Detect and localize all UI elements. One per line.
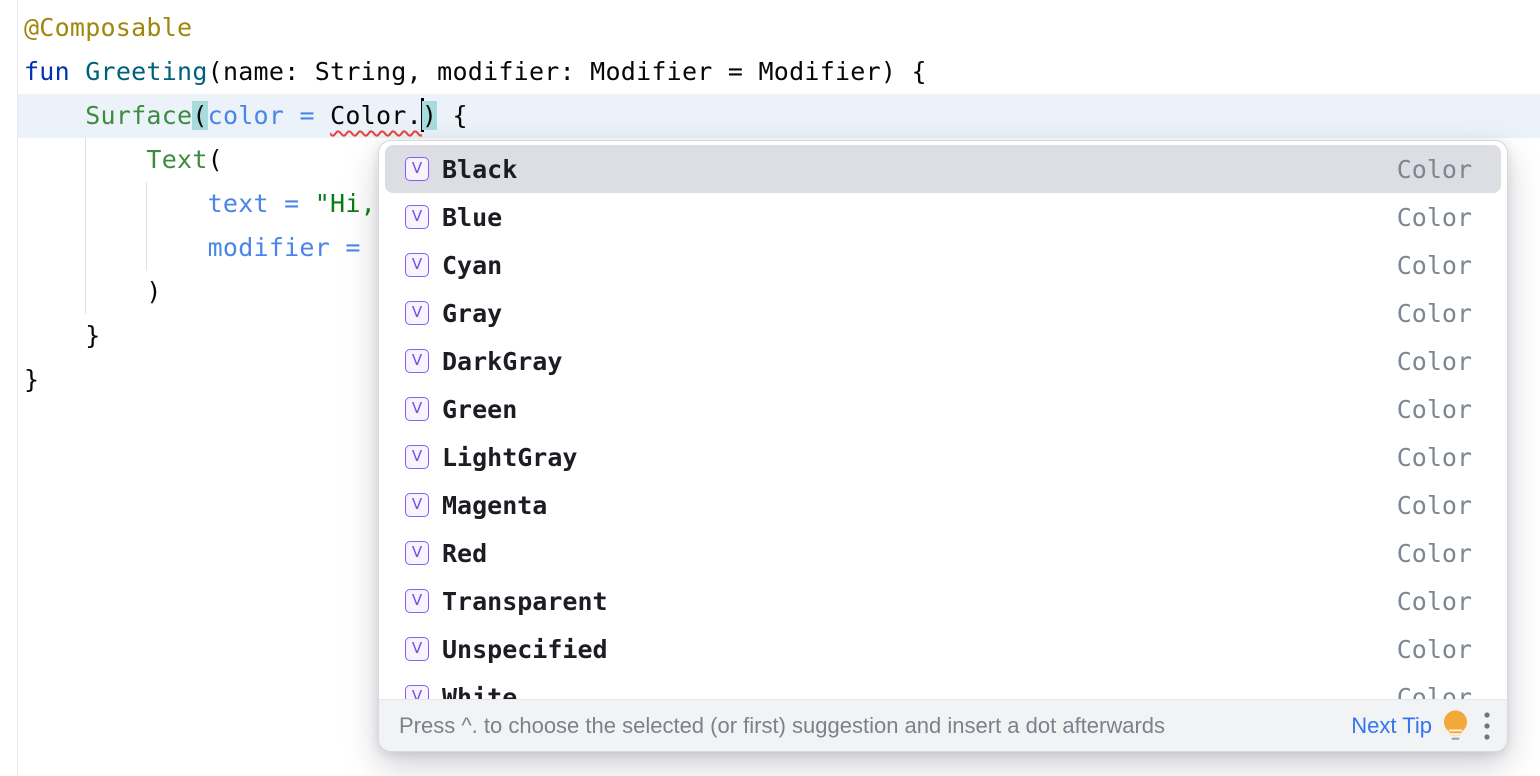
completion-item-type: Color bbox=[1396, 154, 1472, 184]
code-line[interactable]: @Composable bbox=[24, 6, 192, 50]
code-token bbox=[24, 145, 146, 174]
caret-line-highlight bbox=[18, 94, 1540, 138]
completion-item-black[interactable]: V Black Color bbox=[385, 145, 1501, 193]
completion-item-darkgray[interactable]: V DarkGray Color bbox=[385, 337, 1501, 385]
code-line[interactable]: text = "Hi, bbox=[24, 182, 376, 226]
completion-item-type: Color bbox=[1396, 634, 1472, 664]
code-token: (name: String, modifier: Modifier = Modi… bbox=[207, 57, 927, 86]
completion-item-label: DarkGray bbox=[442, 346, 563, 376]
code-token bbox=[24, 233, 208, 262]
code-line[interactable]: ) bbox=[24, 270, 162, 314]
completion-item-label: Blue bbox=[442, 202, 503, 232]
completion-item-gray[interactable]: V Gray Color bbox=[385, 289, 1501, 337]
code-token: ) bbox=[24, 277, 162, 306]
code-token: } bbox=[24, 365, 40, 394]
code-token: color = bbox=[207, 101, 331, 130]
variable-icon: V bbox=[405, 589, 429, 613]
completion-item-label: Green bbox=[442, 394, 518, 424]
code-token: ( bbox=[207, 145, 223, 174]
variable-icon: V bbox=[405, 253, 429, 277]
completion-item-label: LightGray bbox=[442, 442, 578, 472]
code-token: modifier = bbox=[207, 233, 376, 262]
variable-icon: V bbox=[405, 493, 429, 517]
code-token: Greeting bbox=[85, 57, 208, 86]
completion-item-red[interactable]: V Red Color bbox=[385, 529, 1501, 577]
completion-item-type: Color bbox=[1396, 682, 1472, 700]
hint-text: Press ^. to choose the selected (or firs… bbox=[399, 712, 1166, 738]
completion-item-magenta[interactable]: V Magenta Color bbox=[385, 481, 1501, 529]
completion-item-lightgray[interactable]: V LightGray Color bbox=[385, 433, 1501, 481]
code-token bbox=[70, 57, 85, 86]
completion-item-label: Red bbox=[442, 538, 488, 568]
completion-item-label: Transparent bbox=[442, 586, 608, 616]
code-token: } bbox=[24, 321, 101, 350]
completion-item-type: Color bbox=[1396, 298, 1472, 328]
code-token: "Hi, bbox=[314, 189, 376, 218]
completion-item-type: Color bbox=[1396, 586, 1472, 616]
gutter-separator bbox=[17, 0, 18, 776]
code-token: text = bbox=[207, 189, 315, 218]
completion-item-type: Color bbox=[1396, 394, 1472, 424]
indent-guide bbox=[146, 182, 147, 270]
variable-icon: V bbox=[405, 637, 429, 661]
lightbulb-icon[interactable] bbox=[1442, 709, 1469, 742]
code-token bbox=[24, 189, 208, 218]
variable-icon: V bbox=[405, 349, 429, 373]
indent-guide bbox=[85, 138, 86, 314]
code-token bbox=[24, 101, 85, 130]
variable-icon: V bbox=[405, 301, 429, 325]
variable-icon: V bbox=[405, 205, 429, 229]
completion-item-label: White bbox=[442, 682, 518, 700]
code-token: Color. bbox=[330, 101, 422, 130]
completion-item-label: Black bbox=[442, 154, 518, 184]
code-token: Text bbox=[146, 145, 208, 174]
completion-item-white[interactable]: V White Color bbox=[385, 673, 1501, 699]
completion-item-type: Color bbox=[1396, 250, 1472, 280]
completion-item-label: Unspecified bbox=[442, 634, 608, 664]
variable-icon: V bbox=[405, 685, 429, 699]
code-line[interactable]: fun Greeting(name: String, modifier: Mod… bbox=[24, 50, 927, 94]
code-line[interactable]: } bbox=[24, 358, 39, 402]
completion-hint-bar: Press ^. to choose the selected (or firs… bbox=[379, 699, 1507, 751]
completion-item-blue[interactable]: V Blue Color bbox=[385, 193, 1501, 241]
completion-item-cyan[interactable]: V Cyan Color bbox=[385, 241, 1501, 289]
completion-item-transparent[interactable]: V Transparent Color bbox=[385, 577, 1501, 625]
completion-item-type: Color bbox=[1396, 490, 1472, 520]
completion-item-type: Color bbox=[1396, 442, 1472, 472]
code-line[interactable]: Text( bbox=[24, 138, 223, 182]
code-line[interactable]: } bbox=[24, 314, 101, 358]
code-token: fun bbox=[24, 57, 70, 86]
next-tip-link[interactable]: Next Tip bbox=[1351, 712, 1432, 738]
completion-item-type: Color bbox=[1396, 538, 1472, 568]
variable-icon: V bbox=[405, 157, 429, 181]
more-options-icon[interactable] bbox=[1483, 711, 1491, 741]
code-token: Surface bbox=[85, 101, 193, 130]
completion-item-type: Color bbox=[1396, 202, 1472, 232]
code-line[interactable]: modifier = bbox=[24, 226, 376, 270]
code-token: ( bbox=[192, 101, 208, 130]
completion-item-green[interactable]: V Green Color bbox=[385, 385, 1501, 433]
code-token: { bbox=[437, 101, 468, 130]
completion-item-type: Color bbox=[1396, 346, 1472, 376]
completion-item-unspecified[interactable]: V Unspecified Color bbox=[385, 625, 1501, 673]
completion-item-label: Cyan bbox=[442, 250, 503, 280]
variable-icon: V bbox=[405, 541, 429, 565]
code-line[interactable]: Surface(color = Color.) { bbox=[24, 94, 468, 138]
variable-icon: V bbox=[405, 397, 429, 421]
completion-item-label: Gray bbox=[442, 298, 503, 328]
completion-item-label: Magenta bbox=[442, 490, 548, 520]
variable-icon: V bbox=[405, 445, 429, 469]
code-token: ) bbox=[421, 101, 438, 130]
code-token: @Composable bbox=[24, 13, 193, 42]
